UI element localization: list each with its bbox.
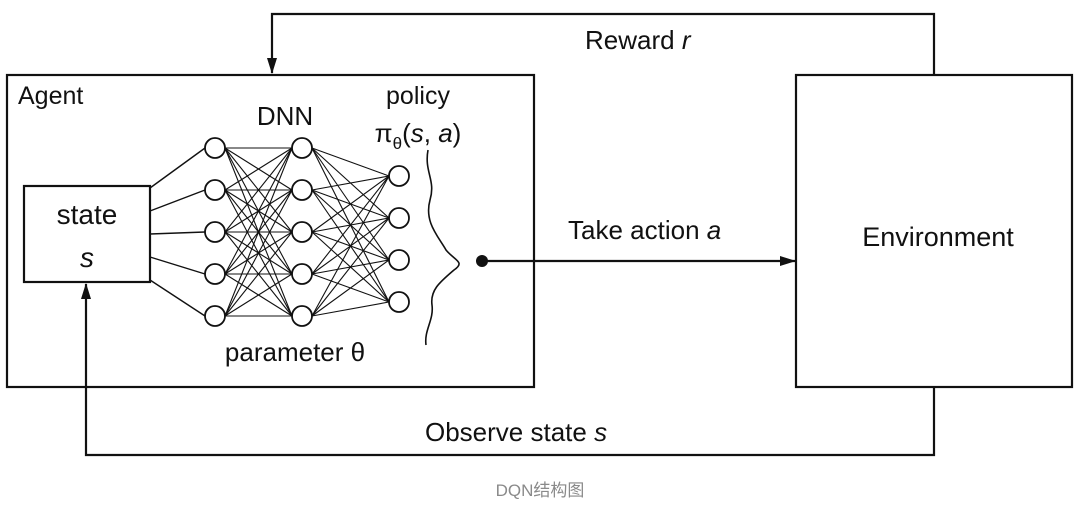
policy-comma: , — [424, 118, 438, 148]
state-label: state — [57, 199, 118, 230]
network-edge — [311, 175, 390, 275]
input-edge — [149, 147, 206, 189]
input-node — [204, 137, 226, 159]
network-edge — [311, 301, 390, 317]
policy-a: a — [438, 118, 452, 148]
policy-pi: π — [375, 118, 393, 148]
network-edge — [311, 175, 390, 233]
agent-label: Agent — [18, 82, 83, 110]
policy-s: s — [411, 118, 424, 148]
output-node — [388, 207, 410, 229]
input-edge — [149, 189, 206, 212]
policy-close-paren: ) — [453, 118, 462, 148]
network-edge — [311, 147, 390, 177]
observe-state-label: Observe state s — [425, 417, 607, 447]
parameter-label: parameter θ — [225, 337, 365, 367]
hidden-node — [291, 221, 313, 243]
input-edge — [149, 256, 206, 275]
network-edge — [224, 147, 293, 191]
policy-formula: πθ(s, a) — [375, 118, 462, 153]
dnn-label: DNN — [257, 101, 313, 131]
network-connections — [149, 147, 390, 317]
take-action-symbol: a — [707, 215, 721, 245]
figure-caption: DQN结构图 — [495, 481, 585, 500]
network-edge — [224, 231, 293, 317]
network-edge — [224, 147, 293, 275]
network-edge — [224, 273, 293, 317]
reward-text: Reward — [585, 25, 682, 55]
output-node — [388, 165, 410, 187]
hidden-node — [291, 179, 313, 201]
input-edge — [149, 279, 206, 317]
dqn-diagram: Agent Environment state s DNN policy πθ(… — [5, 12, 1074, 457]
policy-subscript: θ — [393, 134, 402, 153]
input-node — [204, 263, 226, 285]
reward-label: Reward r — [585, 25, 692, 55]
observe-state-text: Observe state — [425, 417, 594, 447]
input-node — [204, 305, 226, 327]
reward-symbol: r — [682, 25, 692, 55]
input-edge — [149, 231, 206, 235]
observe-state-arrow — [81, 283, 936, 457]
output-node — [388, 249, 410, 271]
network-edge — [311, 259, 390, 317]
policy-open-paren: ( — [402, 118, 411, 148]
agent-box — [5, 73, 536, 389]
network-edge — [224, 189, 293, 317]
network-edge — [224, 147, 293, 317]
hidden-node — [291, 137, 313, 159]
network-nodes — [204, 137, 410, 327]
take-action-label: Take action a — [568, 215, 721, 245]
hidden-node — [291, 263, 313, 285]
take-action-text: Take action — [568, 215, 707, 245]
hidden-node — [291, 305, 313, 327]
network-edge — [311, 175, 390, 317]
environment-label: Environment — [862, 222, 1014, 252]
observe-state-symbol: s — [594, 417, 607, 447]
reward-arrow — [267, 12, 936, 75]
network-edge — [311, 175, 390, 191]
policy-label: policy — [386, 82, 450, 110]
policy-distribution-curve — [424, 149, 460, 346]
network-edge — [311, 217, 390, 317]
output-node — [388, 291, 410, 313]
state-symbol: s — [80, 242, 94, 273]
input-node — [204, 221, 226, 243]
input-node — [204, 179, 226, 201]
network-edge — [224, 147, 293, 233]
